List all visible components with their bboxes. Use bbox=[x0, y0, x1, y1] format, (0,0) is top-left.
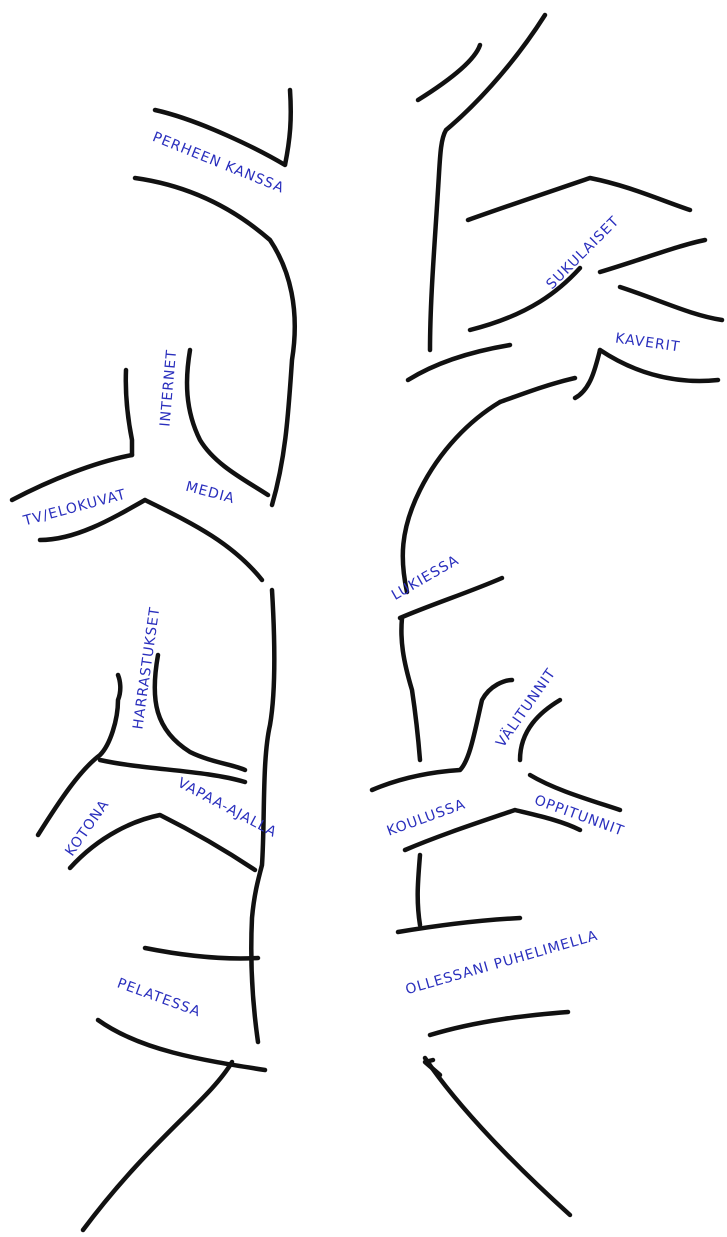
branch-upper-right-trunk bbox=[430, 15, 545, 350]
branch-kaverit-connector bbox=[575, 350, 600, 398]
branch-ollessani-top bbox=[398, 918, 520, 932]
branch-kaverit-bottom bbox=[600, 350, 718, 381]
branch-media-bottom bbox=[145, 500, 262, 580]
trunk-left-base-curve bbox=[83, 1062, 232, 1230]
branch-lukiessa-upper bbox=[500, 378, 575, 402]
branch-pelatessa-top bbox=[145, 948, 258, 958]
branch-internet-left bbox=[126, 370, 132, 455]
trunk-right-middle-edge bbox=[401, 618, 420, 760]
branch-koulussa-top bbox=[372, 680, 512, 790]
branch-pelatessa-bottom bbox=[98, 1020, 265, 1070]
branch-upper-right-twig bbox=[418, 45, 480, 100]
trunk-right-base bbox=[425, 1058, 570, 1215]
branch-kaverit-top bbox=[620, 287, 722, 320]
branch-sukulaiset-bottom bbox=[600, 240, 705, 272]
branch-ollessani-bottom bbox=[430, 1012, 568, 1035]
branch-internet-right bbox=[187, 350, 268, 495]
trunk-right-lower-edge bbox=[418, 855, 420, 925]
branch-harrastukset-edge bbox=[155, 655, 245, 770]
branch-sukulaiset-top bbox=[468, 178, 690, 220]
trunk-right-base-inner bbox=[425, 1060, 440, 1075]
branch-upper-right-bottom bbox=[408, 345, 510, 380]
